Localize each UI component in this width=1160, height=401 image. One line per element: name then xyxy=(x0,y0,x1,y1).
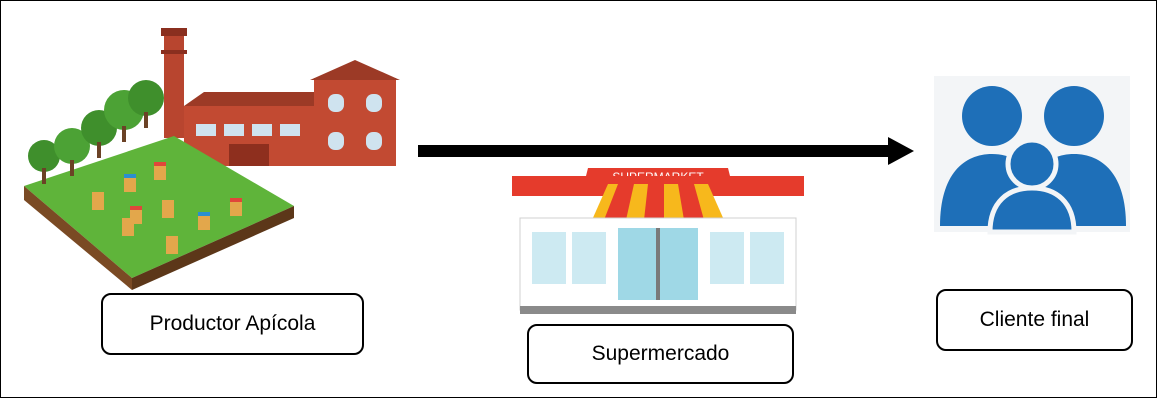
supermarket-label-box: Supermercado xyxy=(527,324,794,384)
family-users-icon xyxy=(934,76,1130,232)
client-label: Cliente final xyxy=(980,308,1090,332)
client-label-box: Cliente final xyxy=(936,289,1133,351)
apiary-factory-icon xyxy=(14,28,414,296)
producer-label-box: Productor Apícola xyxy=(101,293,364,355)
supermarket-label: Supermercado xyxy=(592,342,730,366)
supermarket-icon: SUPERMARKET xyxy=(508,162,808,320)
producer-label: Productor Apícola xyxy=(150,312,316,336)
